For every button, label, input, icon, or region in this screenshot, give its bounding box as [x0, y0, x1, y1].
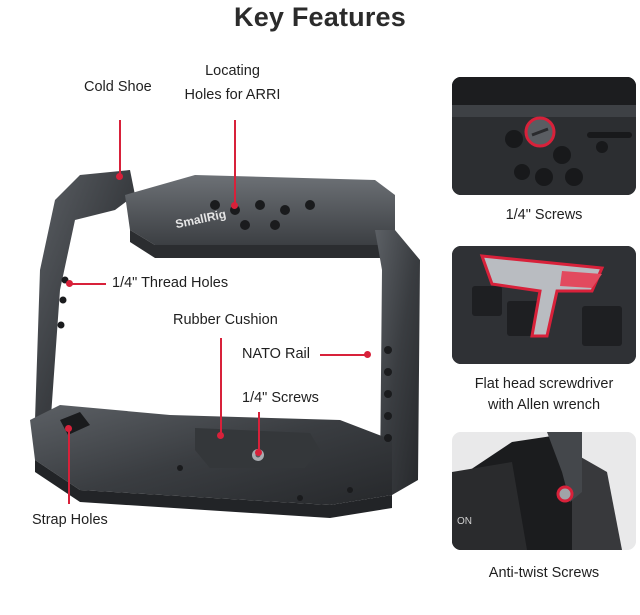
- thumbnail-screws: [452, 77, 636, 195]
- callout-dot-rubber-cushion: [217, 432, 224, 439]
- callout-nato-rail: NATO Rail: [242, 346, 310, 362]
- page-title: Key Features: [234, 2, 406, 32]
- callout-line-screws: [258, 412, 260, 452]
- thumbnail-screwdriver-caption-1: Flat head screwdriver: [474, 376, 614, 392]
- callout-locating-line2: Holes for ARRI: [184, 87, 281, 103]
- callout-line-nato-rail: [320, 354, 366, 356]
- callout-locating-line1: Locating: [205, 63, 260, 79]
- callout-strap-holes: Strap Holes: [32, 512, 108, 528]
- callout-rubber-cushion: Rubber Cushion: [173, 312, 278, 328]
- thumbnail-anti-twist-caption: Anti-twist Screws: [488, 565, 600, 581]
- thumbnail-screwdriver-graphic: [452, 246, 636, 364]
- cage-graphic: [30, 170, 420, 518]
- callout-line-rubber-cushion: [220, 338, 222, 436]
- callout-line-strap-holes: [68, 428, 70, 504]
- thumbnail-screwdriver-caption-2: with Allen wrench: [487, 397, 601, 413]
- thumbnail-anti-twist: ON: [452, 432, 636, 550]
- callout-thread-holes: 1/4" Thread Holes: [112, 275, 229, 291]
- callout-dot-cold-shoe: [116, 173, 123, 180]
- thumbnail-anti-twist-graphic: ON: [452, 432, 636, 550]
- callout-line-cold-shoe: [119, 120, 121, 176]
- thumbnail-screws-graphic: [452, 77, 636, 195]
- callout-screws: 1/4" Screws: [242, 390, 319, 406]
- thumbnail-screwdriver: [452, 246, 636, 364]
- svg-text:ON: ON: [457, 516, 472, 527]
- callout-line-locating: [234, 120, 236, 205]
- cage-illustration: SmallRig: [20, 150, 440, 520]
- callout-dot-locating: [231, 202, 238, 209]
- callout-dot-nato-rail: [364, 351, 371, 358]
- thumbnail-screws-caption: 1/4" Screws: [505, 207, 583, 223]
- callout-dot-screws: [255, 449, 262, 456]
- callout-cold-shoe: Cold Shoe: [84, 79, 152, 95]
- callout-dot-thread-holes: [66, 280, 73, 287]
- callout-dot-strap-holes: [65, 425, 72, 432]
- callout-line-thread-holes: [70, 283, 106, 285]
